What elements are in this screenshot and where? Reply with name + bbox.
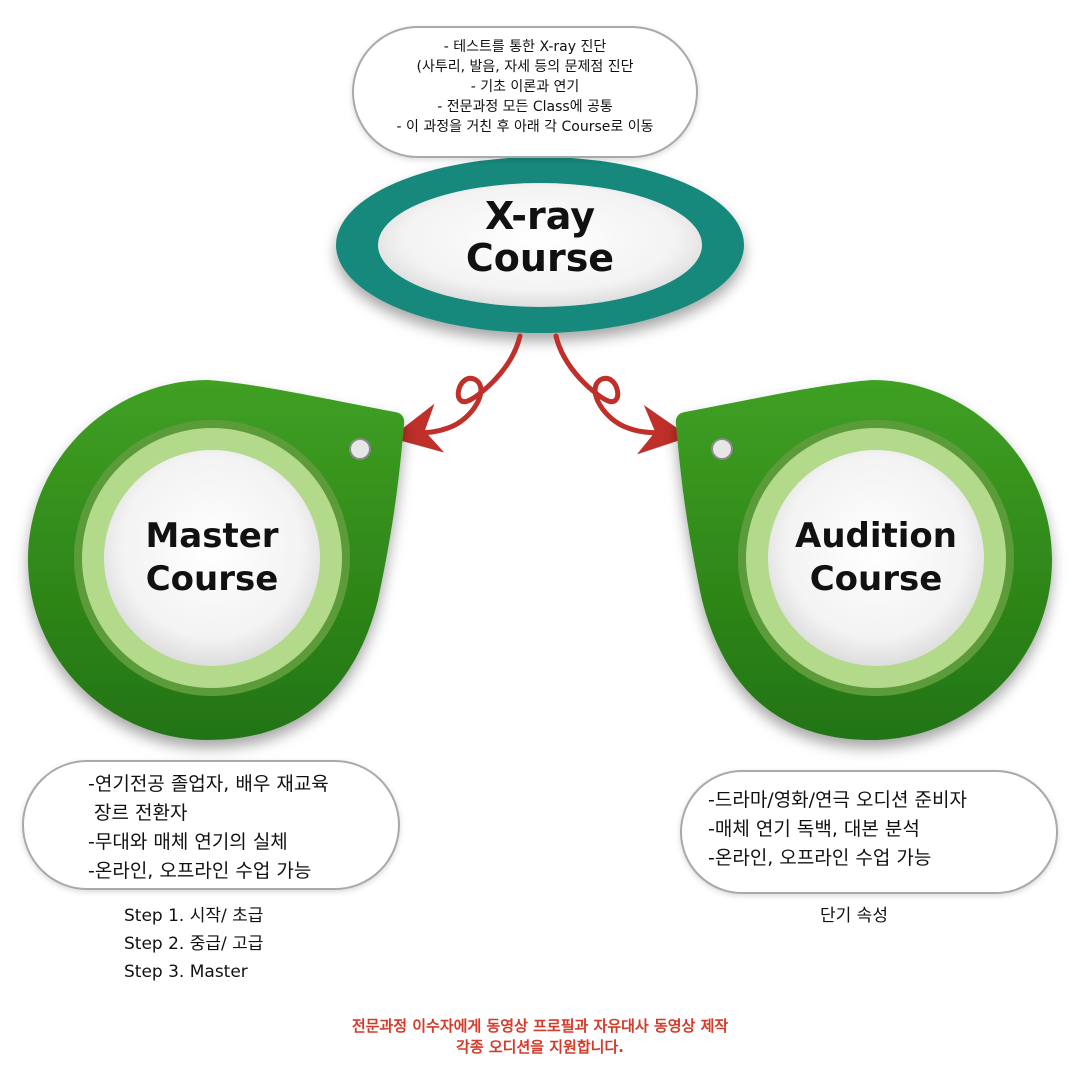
xray-note: (사투리, 발음, 자세 등의 문제점 진단 (416, 59, 634, 75)
audition-notes-bubble: -드라마/영화/연극 오디션 준비자 -매체 연기 독백, 대본 분석 -온라인… (680, 770, 1058, 894)
master-title-line1: Master (145, 516, 278, 556)
master-notes-bubble: -연기전공 졸업자, 배우 재교육 장르 전환자 -무대와 매체 연기의 실체 … (22, 760, 400, 890)
master-steps: Step 1. 시작/ 초급 Step 2. 중급/ 고급 Step 3. Ma… (124, 902, 263, 986)
master-note: -온라인, 오프라인 수업 가능 (88, 860, 312, 882)
master-step: Step 2. 중급/ 고급 (124, 934, 264, 954)
xray-note: - 테스트를 통한 X-ray 진단 (443, 39, 607, 55)
master-course-node: Master Course (28, 380, 405, 740)
audition-note: -매체 연기 독백, 대본 분석 (708, 818, 920, 840)
xray-title-line1: X-ray (485, 194, 595, 238)
master-note: -무대와 매체 연기의 실체 (88, 831, 288, 853)
audition-title-line2: Course (810, 559, 943, 599)
audition-title-line1: Audition (795, 516, 957, 556)
xray-title-line2: Course (466, 236, 614, 280)
footer-notice: 전문과정 이수자에게 동영상 프로필과 자유대사 동영상 제작 각종 오디션을 … (0, 1016, 1080, 1058)
master-note: -연기전공 졸업자, 배우 재교육 (88, 773, 329, 795)
xray-note: - 전문과정 모든 Class에 공통 (437, 99, 613, 115)
arrow-to-audition (553, 333, 690, 455)
master-note: 장르 전환자 (88, 802, 188, 824)
xray-note: - 기초 이론과 연기 (470, 79, 580, 95)
arrow-to-master (390, 333, 523, 453)
xray-note: - 이 과정을 거친 후 아래 각 Course로 이동 (396, 119, 654, 135)
footer-line1: 전문과정 이수자에게 동영상 프로필과 자유대사 동영상 제작 (351, 1017, 729, 1035)
audition-note: -드라마/영화/연극 오디션 준비자 (708, 789, 967, 811)
master-step: Step 1. 시작/ 초급 (124, 906, 264, 926)
master-step: Step 3. Master (124, 962, 248, 982)
xray-notes-bubble: - 테스트를 통한 X-ray 진단 (사투리, 발음, 자세 등의 문제점 진… (352, 26, 698, 158)
xray-course-node: X-ray Course (336, 157, 744, 333)
master-title-line2: Course (146, 559, 279, 599)
audition-note: -온라인, 오프라인 수업 가능 (708, 847, 932, 869)
audition-course-node: Audition Course (675, 380, 1052, 740)
footer-line2: 각종 오디션을 지원합니다. (456, 1038, 624, 1056)
audition-caption: 단기 속성 (820, 906, 888, 926)
